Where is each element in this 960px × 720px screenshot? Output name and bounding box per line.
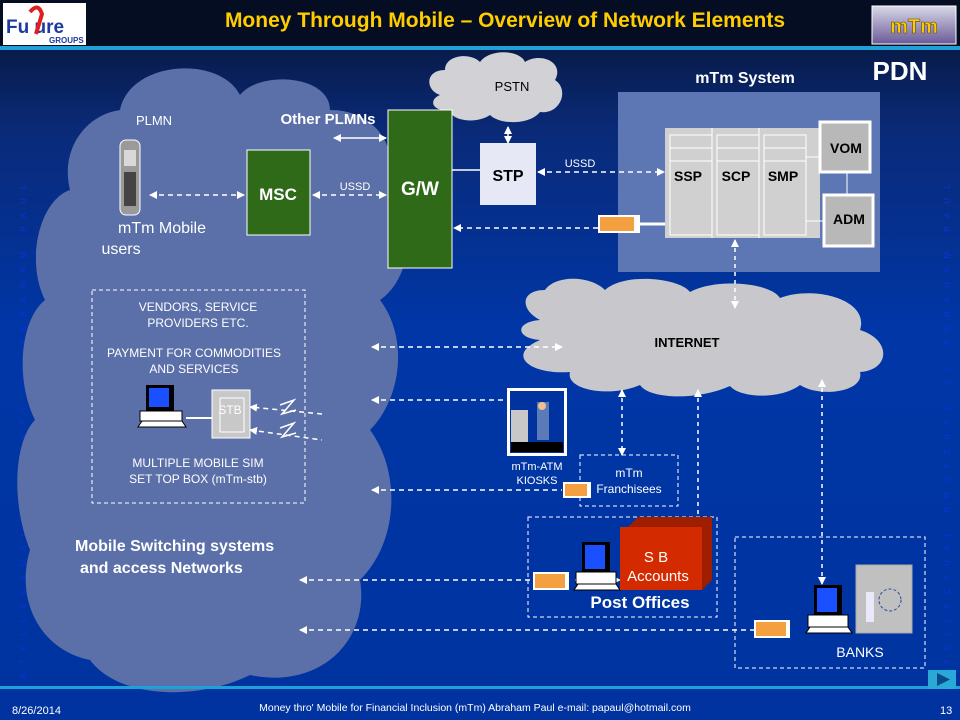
safe-icon <box>855 564 913 634</box>
footer-date: 8/26/2014 <box>12 705 61 717</box>
watermark-left: INTELLECTUAL PROPERTY OF ABRAHAM PAUL <box>19 175 28 690</box>
franchisees-box <box>579 454 679 507</box>
internet-label: INTERNET <box>655 335 720 350</box>
computer-icon <box>573 542 621 591</box>
svg-text:Fu ure: Fu ure <box>6 17 64 38</box>
mobile-phone-icon <box>119 139 141 216</box>
svg-text:SET TOP BOX (mTm-stb): SET TOP BOX (mTm-stb) <box>129 472 267 486</box>
banks-box <box>734 536 926 669</box>
pdn-label: PDN <box>873 56 928 86</box>
internet-cloud <box>521 278 884 397</box>
franchisees-label: mTm <box>615 466 642 480</box>
kiosk-label: mTm-ATM <box>511 461 562 473</box>
sb-accounts-label: S B <box>644 549 668 566</box>
mtm-badge: mTm <box>871 5 957 45</box>
page-number: 13 <box>940 705 952 717</box>
sb-accounts-box <box>620 517 712 590</box>
other-plmns-label: Other PLMNs <box>280 111 375 128</box>
package-icon <box>754 620 790 638</box>
header-bar <box>0 0 960 46</box>
vendors-text: VENDORS, SERVICE PROVIDERS ETC. PAYMENT … <box>107 300 281 486</box>
svg-text:PROVIDERS ETC.: PROVIDERS ETC. <box>147 316 248 330</box>
svg-text:and access Networks: and access Networks <box>80 560 243 577</box>
computer-icon <box>805 585 853 634</box>
gw-box <box>387 109 453 269</box>
package-icon <box>598 215 640 233</box>
svg-text:VENDORS, SERVICE: VENDORS, SERVICE <box>139 300 257 314</box>
svg-text:VOM: VOM <box>830 140 862 156</box>
next-slide-button[interactable] <box>928 670 956 689</box>
set-top-box-icon <box>211 389 251 439</box>
server-rack <box>665 128 848 238</box>
play-arrow-icon <box>937 673 950 686</box>
page-title: Money Through Mobile – Overview of Netwo… <box>225 9 785 32</box>
stb-label: STB <box>218 403 241 417</box>
header-divider <box>0 46 960 50</box>
smp-label: SMP <box>768 168 798 184</box>
mobile-users-label: mTm Mobile <box>118 220 206 237</box>
svg-text:mTm: mTm <box>890 16 938 38</box>
package-icon <box>533 572 569 590</box>
adm-box <box>822 193 875 248</box>
post-offices-label: Post Offices <box>590 593 689 612</box>
plmn-label: PLMN <box>136 113 172 128</box>
vom-box <box>818 120 872 174</box>
msc-networks-label: Mobile Switching systems <box>75 538 274 555</box>
scp-label: SCP <box>722 168 751 184</box>
msc-label: MSC <box>259 185 297 204</box>
footer-divider <box>0 686 960 689</box>
pstn-cloud <box>429 52 563 123</box>
atm-kiosk-icon <box>507 388 567 456</box>
svg-text:Accounts: Accounts <box>627 568 689 585</box>
vendors-box <box>91 289 306 504</box>
svg-text:GROUPS: GROUPS <box>49 36 84 45</box>
post-offices-box <box>527 516 718 618</box>
ussd-label: USSD <box>340 181 371 193</box>
computer-icon <box>137 385 187 428</box>
msc-box <box>246 149 311 236</box>
banks-label: BANKS <box>836 644 883 660</box>
watermark-right: INTELLECTUAL PROPERTY OF ABRAHAM PAUL <box>943 175 952 690</box>
stp-label: STP <box>492 168 523 185</box>
ssp-label: SSP <box>674 168 702 184</box>
package-icon <box>563 482 591 498</box>
future-groups-logo: Fu ure GROUPS <box>3 3 86 45</box>
pstn-label: PSTN <box>495 79 530 94</box>
svg-text:MULTIPLE MOBILE SIM: MULTIPLE MOBILE SIM <box>132 456 263 470</box>
footer-caption: Money thro' Mobile for Financial Inclusi… <box>259 702 691 714</box>
ussd-label: USSD <box>565 158 596 170</box>
plmn-cloud <box>17 68 409 693</box>
mtm-system-label: mTm System <box>695 70 795 87</box>
svg-text:KIOSKS: KIOSKS <box>517 475 558 487</box>
svg-text:users: users <box>101 241 140 258</box>
svg-text:Franchisees: Franchisees <box>596 482 661 496</box>
stp-box <box>480 143 536 205</box>
svg-text:PAYMENT FOR COMMODITIES: PAYMENT FOR COMMODITIES <box>107 346 281 360</box>
svg-text:AND SERVICES: AND SERVICES <box>149 362 238 376</box>
svg-text:ADM: ADM <box>833 211 865 227</box>
gw-label: G/W <box>401 179 439 200</box>
